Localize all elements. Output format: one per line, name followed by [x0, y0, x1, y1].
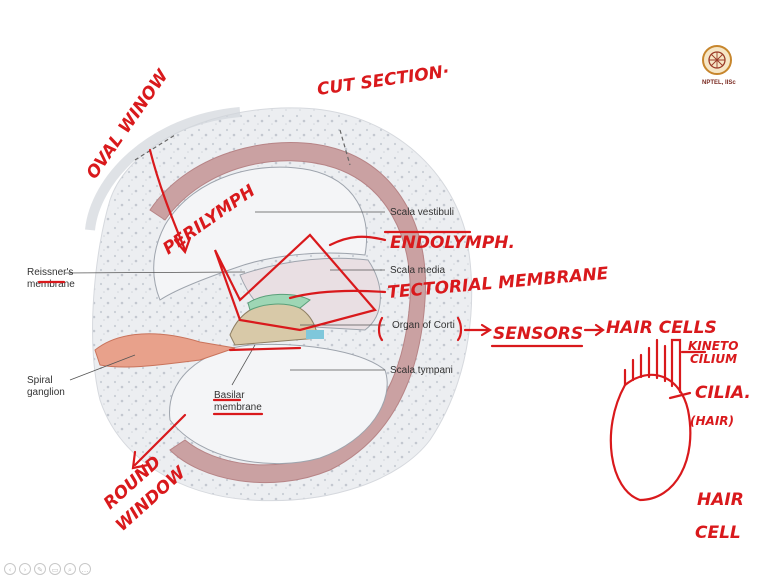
label-basilar-membrane-2: membrane — [214, 402, 262, 413]
slide-toolbar: ‹ › ✎ ▭ ⌕ … — [4, 563, 91, 577]
note-cut-section: CUT SECTION· — [316, 62, 451, 100]
note-cilia: CILIA. — [695, 383, 751, 403]
pen-icon[interactable]: ✎ — [34, 563, 46, 575]
prev-icon[interactable]: ‹ — [4, 563, 16, 575]
note-kinetocilium-1: KINETO — [688, 339, 738, 353]
label-spiral-ganglion-1: Spiral — [27, 375, 53, 386]
hair-cell-stereocilia — [625, 340, 665, 385]
note-sensors: SENSORS — [493, 324, 583, 344]
note-hair: (HAIR) — [690, 414, 734, 428]
hair-cell-body — [611, 375, 691, 500]
label-organ-of-corti: Organ of Corti — [392, 320, 455, 331]
zoom-icon[interactable]: ⌕ — [64, 563, 76, 575]
label-reissners-membrane-1: Reissner's — [27, 267, 73, 278]
note-kinetocilium-2: CILIUM — [690, 352, 737, 366]
eraser-icon[interactable]: ▭ — [49, 563, 61, 575]
note-hair-cells: HAIR CELLS — [606, 318, 717, 338]
menu-icon[interactable]: … — [79, 563, 91, 575]
label-reissners-membrane-2: membrane — [27, 279, 75, 290]
label-scala-tympani: Scala tympani — [390, 365, 453, 376]
logo-caption: NPTEL, IISc — [702, 80, 736, 86]
nptel-logo: NPTEL, IISc — [702, 46, 736, 86]
note-endolymph: ENDOLYMPH. — [390, 233, 515, 253]
next-icon[interactable]: › — [19, 563, 31, 575]
cilia-pointer — [670, 393, 690, 398]
note-hair-cell-1: HAIR — [697, 490, 744, 510]
note-hair-cell-2: CELL — [695, 523, 741, 543]
label-scala-vestibuli: Scala vestibuli — [390, 207, 454, 218]
stria-tint — [306, 330, 324, 339]
label-scala-media: Scala media — [390, 265, 445, 276]
label-spiral-ganglion-2: ganglion — [27, 387, 65, 398]
